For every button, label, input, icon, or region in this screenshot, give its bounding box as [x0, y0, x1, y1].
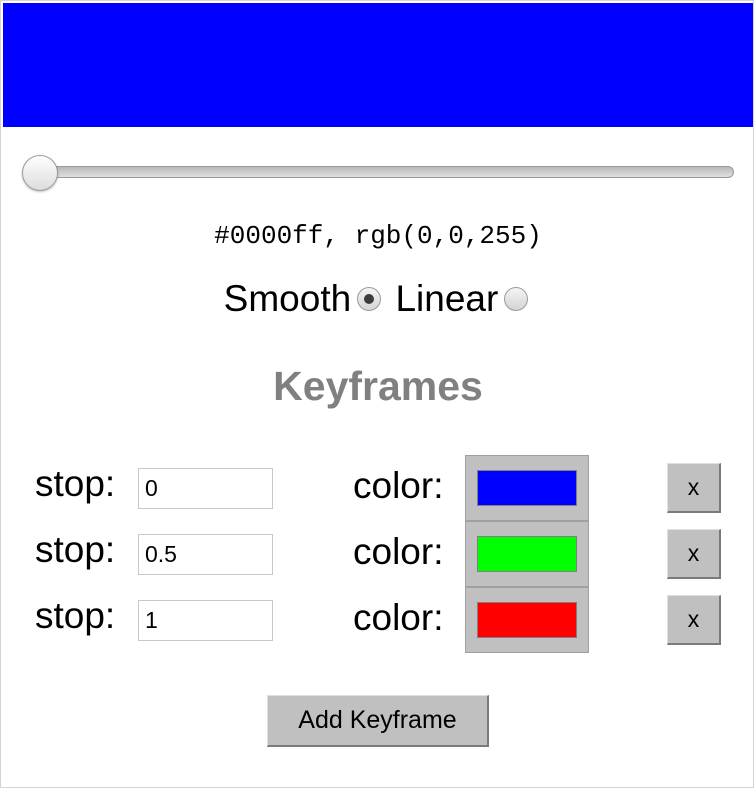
color-readout: #0000ff, rgb(0,0,255) [214, 221, 542, 251]
position-slider-thumb[interactable] [22, 155, 58, 191]
linear-label: Linear [395, 278, 499, 320]
delete-keyframe-button[interactable]: x [667, 529, 721, 579]
color-picker[interactable] [465, 521, 589, 587]
add-keyframe-button[interactable]: Add Keyframe [267, 695, 489, 747]
color-label: color: [353, 465, 444, 506]
stop-input[interactable] [138, 600, 273, 641]
color-swatch[interactable] [477, 602, 577, 638]
keyframes-heading: Keyframes [273, 363, 483, 409]
stop-label: stop: [35, 529, 116, 570]
keyframe-row: stop: color: x [1, 455, 754, 521]
smooth-radio[interactable] [357, 287, 382, 312]
stop-input[interactable] [138, 534, 273, 575]
linear-radio[interactable] [504, 287, 529, 312]
delete-keyframe-button[interactable]: x [667, 595, 721, 645]
stop-input[interactable] [138, 468, 273, 509]
color-label: color: [353, 597, 444, 638]
keyframe-row: stop: color: x [1, 587, 754, 653]
color-picker[interactable] [465, 455, 589, 521]
color-swatch[interactable] [477, 470, 577, 506]
smooth-label: Smooth [223, 278, 352, 320]
color-label: color: [353, 531, 444, 572]
stop-label: stop: [35, 463, 116, 504]
color-picker[interactable] [465, 587, 589, 653]
delete-keyframe-button[interactable]: x [667, 463, 721, 513]
position-slider-track[interactable] [25, 166, 734, 178]
color-swatch[interactable] [477, 536, 577, 572]
color-preview [3, 3, 753, 127]
keyframe-row: stop: color: x [1, 521, 754, 587]
interpolation-options: Smooth Linear [1, 273, 754, 323]
stop-label: stop: [35, 595, 116, 636]
